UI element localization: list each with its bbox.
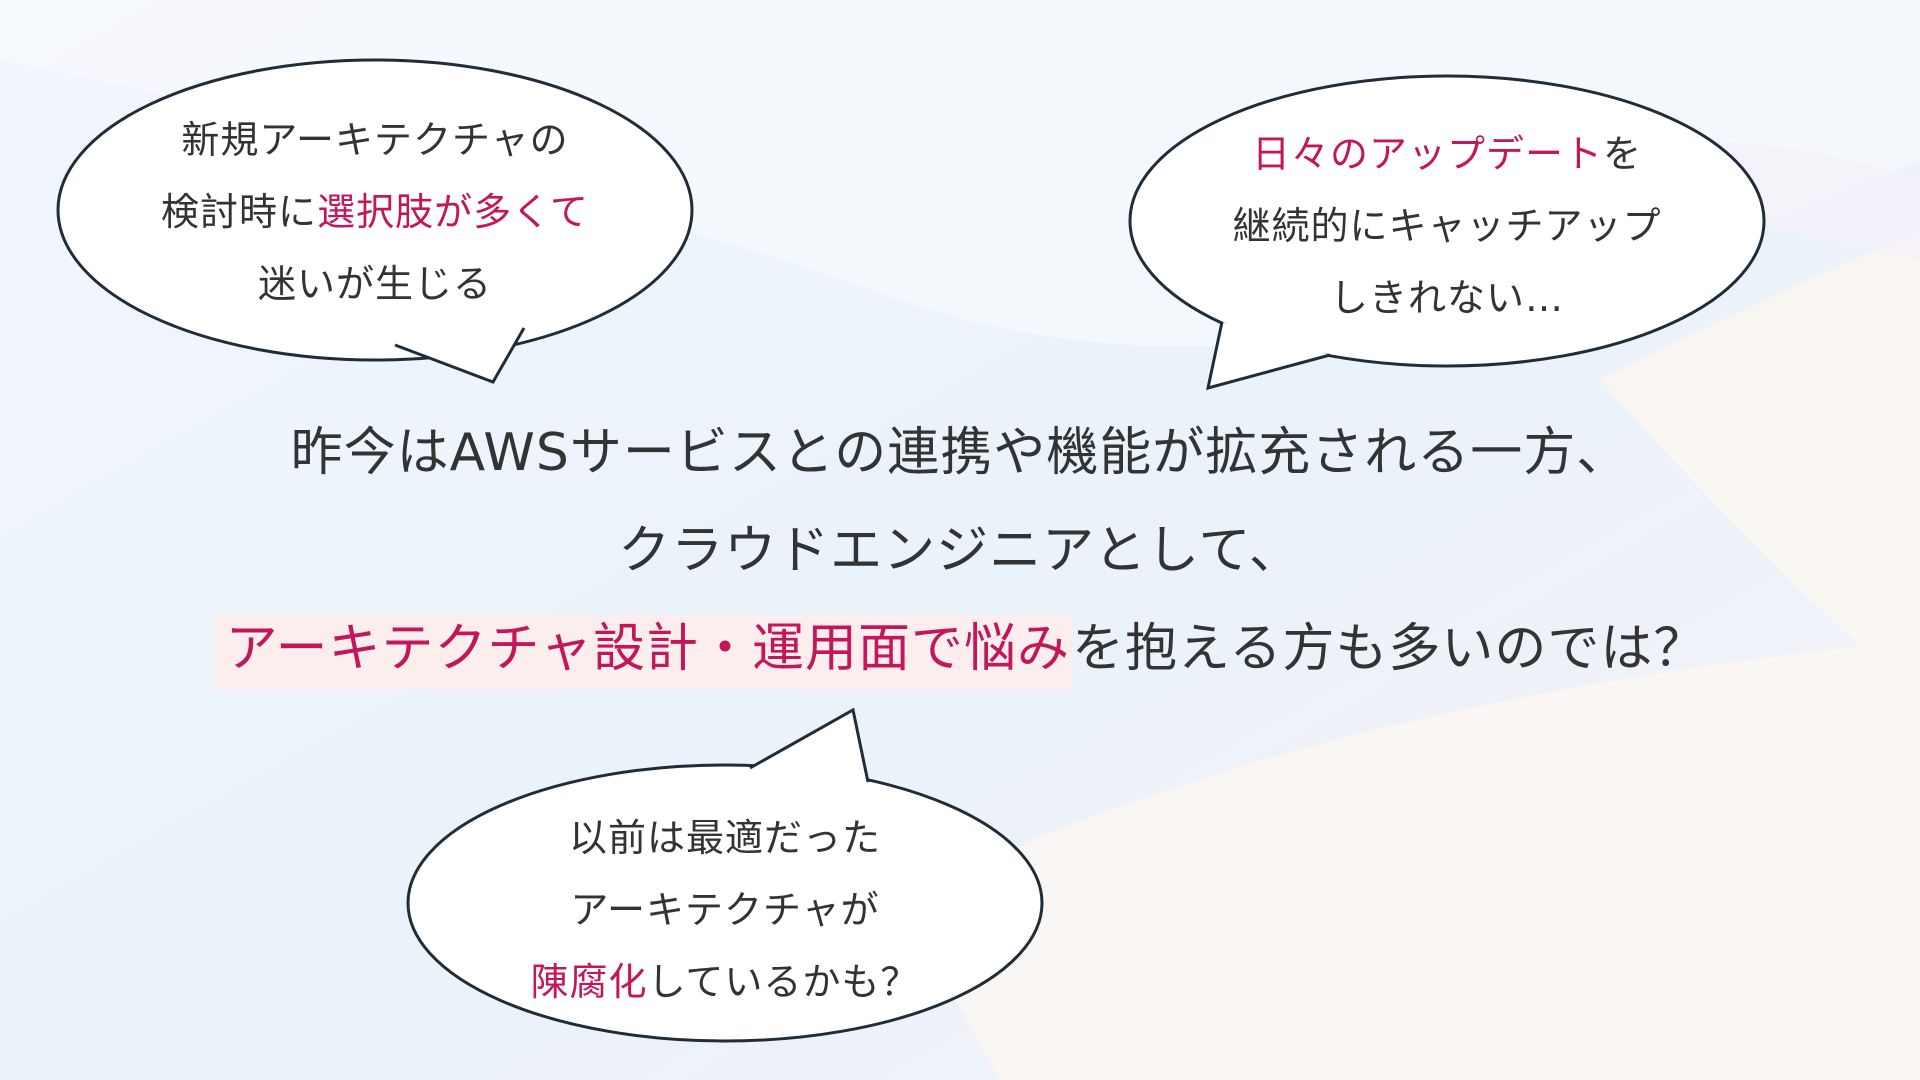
bubble-top-left-shape (56, 58, 694, 384)
main-line-3-suffix: を抱える方も多いのでは？ (1071, 619, 1707, 679)
bubble-top-left-text: 新規アーキテクチャの 検討時に選択肢が多くて 迷いが生じる (105, 104, 645, 320)
bubble-top-right-line-1-suffix: を (1603, 132, 1643, 176)
bubble-top-right-text: 日々のアップデートを 継続的にキャッチアップ しきれない… (1177, 118, 1717, 334)
bubble-top-right-line-3: しきれない… (1329, 276, 1564, 320)
bubble-top-right-line-1: 日々のアップデートを (1177, 118, 1717, 190)
bubble-bottom-line-3: 陳腐化しているかも？ (455, 946, 995, 1018)
main-line-1: 昨今はAWSサービスとの連携や機能が拡充される一方、 (290, 423, 1630, 483)
main-highlight: アーキテクチャ設計・運用面で悩み (213, 615, 1072, 689)
bubble-bottom-line-3-suffix: しているかも？ (647, 960, 920, 1004)
bubble-top-right-highlight: 日々のアップデート (1251, 132, 1603, 176)
bubble-top-left-line-1: 新規アーキテクチャの (181, 118, 569, 162)
bubble-top-left-line-3: 迷いが生じる (257, 262, 492, 306)
bubble-bottom-text: 以前は最適だった アーキテクチャが 陳腐化しているかも？ (455, 802, 995, 1018)
main-line-3: アーキテクチャ設計・運用面で悩みを抱える方も多いのでは？ (0, 606, 1920, 689)
bubble-bottom-line-2: アーキテクチャが (570, 888, 880, 932)
main-line-2: クラウドエンジニアとして、 (618, 521, 1302, 581)
bubble-top-right-shape (1128, 74, 1766, 391)
bubble-top-right-line-2: 継続的にキャッチアップ (1232, 204, 1662, 248)
bubble-top-left-highlight: 選択肢が多くて (317, 190, 589, 234)
bubble-top-left-line-2-prefix: 検討時に (161, 190, 318, 234)
bubble-bottom-line-1: 以前は最適だった (568, 816, 881, 860)
bubble-bottom-shape (406, 707, 1044, 1043)
bubble-top-left-line-2: 検討時に選択肢が多くて (105, 176, 645, 248)
bubble-bottom-highlight: 陳腐化 (530, 960, 648, 1004)
